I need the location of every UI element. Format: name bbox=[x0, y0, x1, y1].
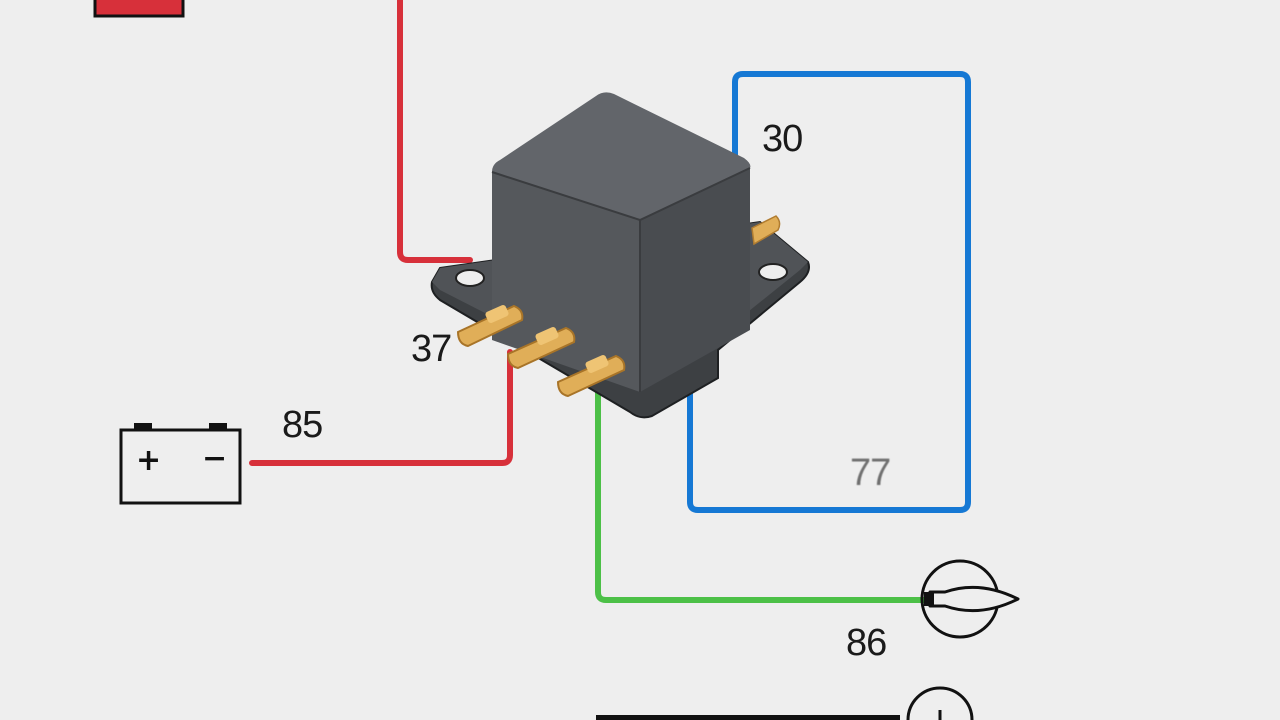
relay-face-top bbox=[492, 92, 751, 220]
green-wire bbox=[595, 389, 933, 603]
battery-positive-sign: + bbox=[136, 443, 162, 478]
pin-label-37: 37 bbox=[411, 328, 452, 370]
terminal-right bbox=[751, 215, 781, 246]
red-wire-top bbox=[397, 0, 473, 263]
terminal-3 bbox=[556, 354, 626, 398]
relay-face-right bbox=[640, 168, 750, 392]
mount-hole-right bbox=[758, 263, 788, 281]
pin-label-30: 30 bbox=[762, 118, 803, 160]
pin-label-86: 86 bbox=[846, 622, 887, 664]
bulb-icon bbox=[920, 559, 1020, 639]
red-wire-battery bbox=[249, 349, 513, 466]
pin-label-85: 85 bbox=[282, 404, 323, 446]
relay-icon bbox=[430, 92, 810, 419]
blue-wire bbox=[687, 71, 971, 513]
relay-face-left bbox=[492, 172, 640, 392]
ground-bar bbox=[596, 715, 900, 720]
relay-outline bbox=[491, 167, 751, 392]
battery-negative-sign: − bbox=[202, 441, 228, 476]
pin-label-87: 77 bbox=[850, 452, 891, 494]
battery-icon bbox=[119, 423, 242, 505]
fuse-icon bbox=[93, 0, 185, 18]
terminal-2 bbox=[506, 326, 576, 370]
ground-icon bbox=[906, 686, 974, 720]
terminal-1 bbox=[456, 304, 524, 348]
mount-hole-left bbox=[455, 269, 485, 287]
